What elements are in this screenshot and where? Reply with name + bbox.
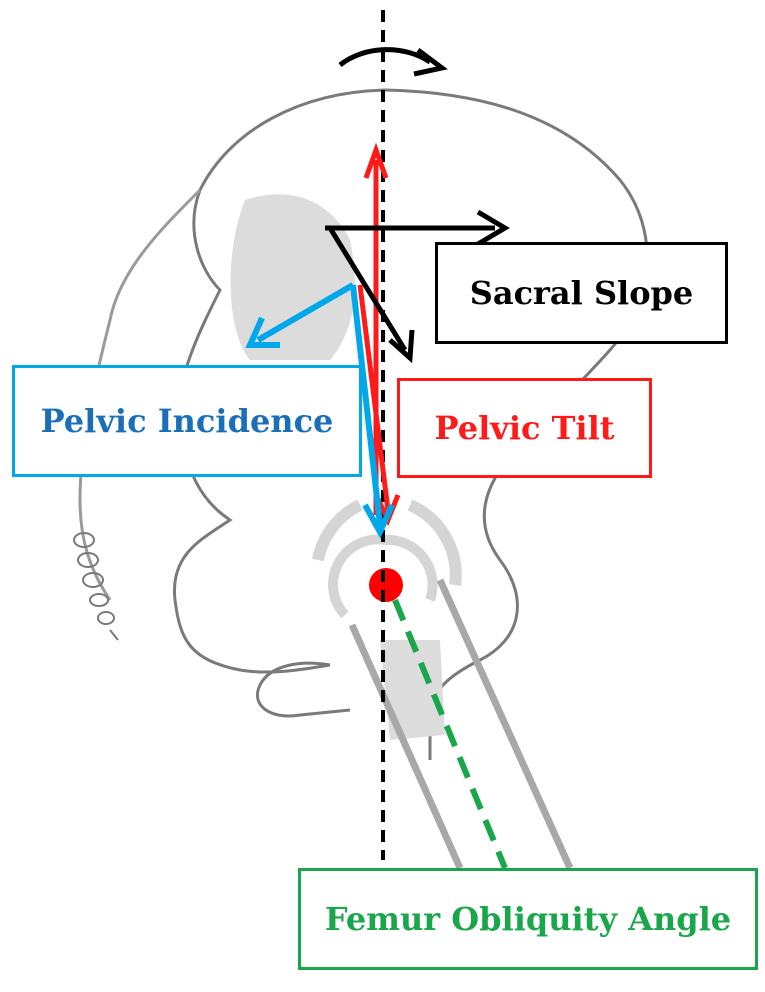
hip-ring-inner (328, 534, 438, 619)
curved-arrow-rotation-icon (338, 47, 448, 77)
pelvic-incidence-arrows (245, 282, 395, 539)
pelvic-tilt-label: Pelvic Tilt (397, 378, 652, 478)
sacral-slope-arrows (325, 209, 510, 364)
pelvic-tilt-arrows (357, 142, 401, 527)
femur-shaft-left (348, 623, 464, 870)
coccyx-segments (73, 532, 119, 641)
femur-shaft-right (436, 578, 574, 870)
hip-ring-outer-right (407, 499, 462, 586)
hip-joint-center (369, 568, 403, 602)
femur-obliquity-axis (392, 598, 508, 870)
hip-ring-outer (312, 499, 363, 562)
thigh-outline (256, 661, 351, 718)
sacral-slope-label: Sacral Slope (435, 242, 728, 344)
pelvic-incidence-label: Pelvic Incidence (12, 365, 362, 477)
femur-obliquity-angle-label: Femur Obliquity Angle (298, 868, 758, 970)
sacrum-bone (230, 194, 355, 360)
femur-head-bone (380, 640, 445, 740)
